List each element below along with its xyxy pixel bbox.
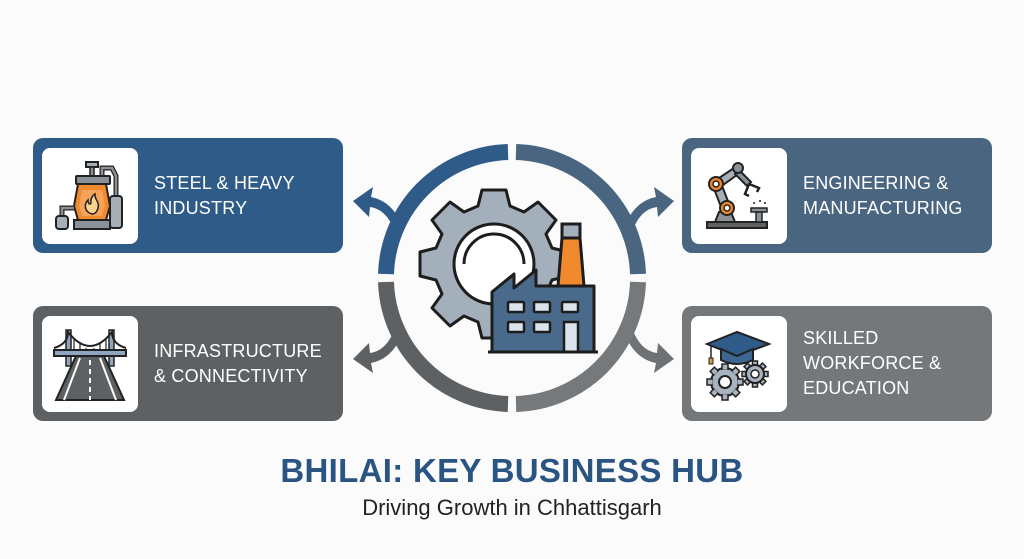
factory-icon [488,222,598,354]
arrow-bottom-left-icon [353,333,401,373]
card-engineering-manufacturing: ENGINEERING & MANUFACTURING [682,138,992,253]
blast-furnace-icon [42,147,138,244]
page-subtitle: Driving Growth in Chhattisgarh [362,495,662,520]
card-infrastructure-connectivity: INFRASTRUCTURE & CONNECTIVITY [33,306,343,421]
center-hub [378,144,646,412]
arrow-top-left-icon [353,187,401,227]
arrow-bottom-right-icon [626,333,674,373]
ring-segment-bottom-right [515,281,646,412]
card-label: INFRASTRUCTURE & CONNECTIVITY [154,340,322,386]
robotic-arm-icon [691,147,787,244]
ring-segment-top-left [378,144,509,275]
card-skilled-workforce-education: SKILLED WORKFORCE & EDUCATION [682,306,992,421]
ring-segment-bottom-left [378,281,509,412]
bridge-road-icon [42,315,138,412]
card-label: STEEL & HEAVY INDUSTRY [154,172,295,218]
graduation-gears-icon [691,315,787,412]
card-steel-heavy-industry: STEEL & HEAVY INDUSTRY [33,138,343,253]
card-label: ENGINEERING & MANUFACTURING [803,172,963,218]
card-label: SKILLED WORKFORCE & EDUCATION [803,328,942,398]
page-title: BHILAI: KEY BUSINESS HUB [280,452,744,489]
arrow-top-right-icon [626,187,674,227]
ring-segment-top-right [515,144,646,275]
